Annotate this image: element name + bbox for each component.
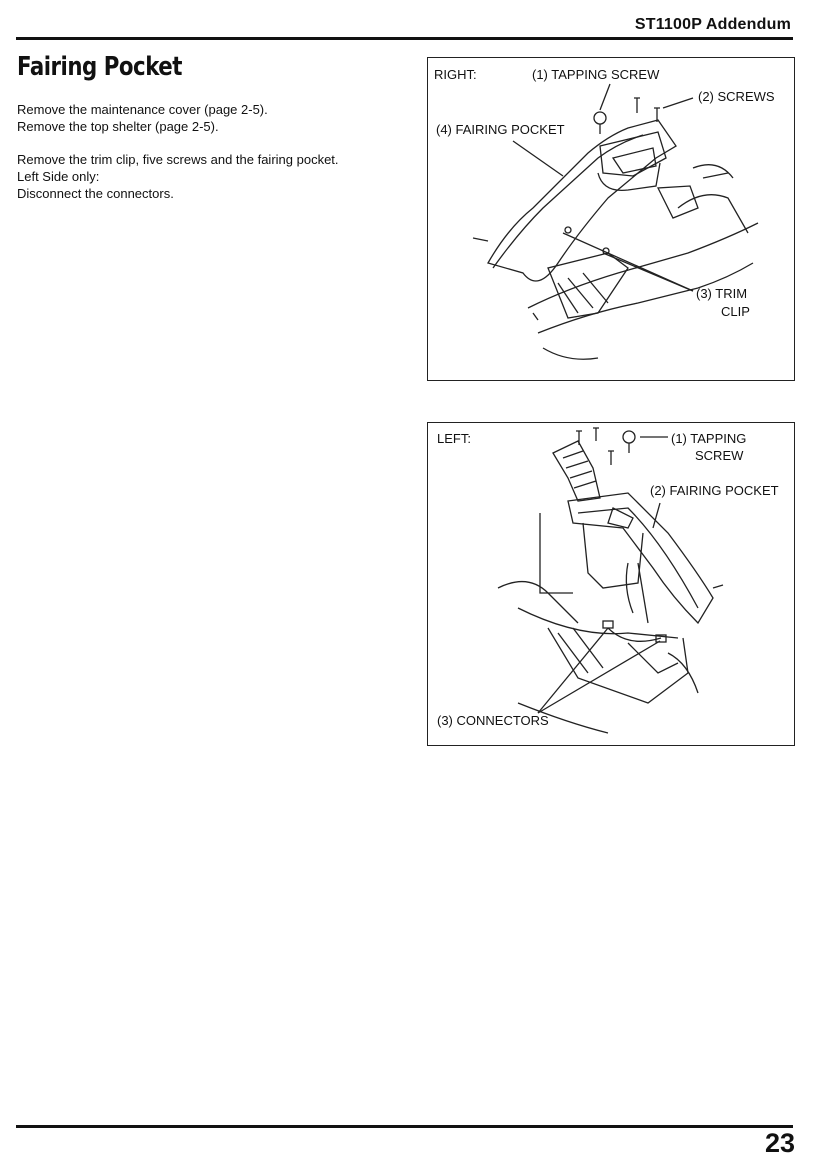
instruction-paragraph-2: Remove the trim clip, five screws and th… bbox=[17, 151, 339, 202]
left-side-illustration bbox=[497, 427, 724, 734]
figure-left-label-screw: SCREW bbox=[695, 448, 744, 463]
figure-right-side-label: RIGHT: bbox=[434, 67, 477, 82]
instruction-line: Left Side only: bbox=[17, 169, 100, 184]
instruction-line: Remove the maintenance cover (page 2-5). bbox=[17, 102, 268, 117]
figure-left-label-fairing-pocket: (2) FAIRING POCKET bbox=[650, 483, 779, 498]
instruction-line: Disconnect the connectors. bbox=[17, 186, 174, 201]
page-number: 23 bbox=[764, 1128, 795, 1158]
figure-right-label-tapping-screw: (1) TAPPING SCREW bbox=[532, 67, 660, 82]
instruction-line: Remove the top shelter (page 2-5). bbox=[17, 119, 219, 134]
figure-left-label-connectors: (3) CONNECTORS bbox=[437, 713, 549, 728]
page-title: Fairing Pocket bbox=[17, 52, 182, 82]
figure-left: LEFT: (1) TAPPING SCREW (2) FAIRING POCK… bbox=[427, 422, 795, 746]
instruction-paragraph-1: Remove the maintenance cover (page 2-5).… bbox=[17, 101, 268, 135]
header-rule bbox=[16, 37, 793, 40]
figure-right-label-fairing-pocket: (4) FAIRING POCKET bbox=[436, 122, 565, 137]
figure-right-label-screws: (2) SCREWS bbox=[698, 89, 775, 104]
right-side-illustration bbox=[472, 83, 759, 360]
figure-left-side-label: LEFT: bbox=[437, 431, 471, 446]
figure-left-label-tapping: (1) TAPPING bbox=[671, 431, 747, 446]
figure-right: RIGHT: (1) TAPPING SCREW (2) SCREWS (4) … bbox=[427, 57, 795, 381]
figure-right-label-clip: CLIP bbox=[721, 304, 750, 319]
instruction-line: Remove the trim clip, five screws and th… bbox=[17, 152, 339, 167]
footer-rule bbox=[16, 1125, 793, 1128]
figure-right-label-trim: (3) TRIM bbox=[696, 286, 748, 301]
header-title: ST1100P Addendum bbox=[634, 16, 791, 33]
